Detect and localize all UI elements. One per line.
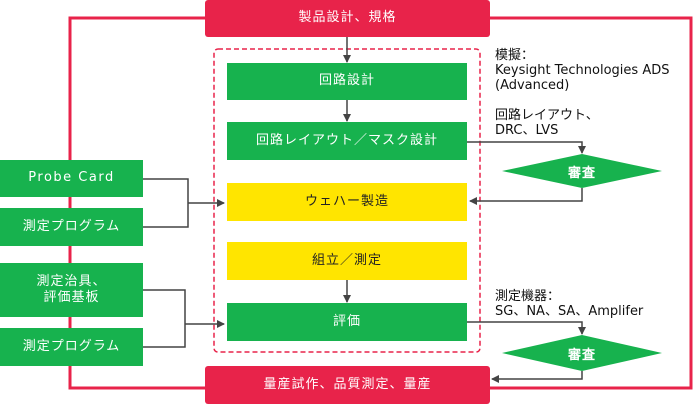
- review1-label: 審査: [567, 165, 596, 181]
- equip-line-1: 測定機器：: [495, 289, 561, 304]
- line-probe-card: [143, 178, 189, 203]
- arrow-review2-to-bottom: [491, 371, 583, 383]
- circuit-design-box: 回路設計: [227, 63, 467, 100]
- tool-line-1: 模擬：: [495, 48, 535, 63]
- assembly-test-box: 組立／測定: [227, 242, 467, 280]
- test-program-box-1: 測定プログラム: [0, 208, 143, 246]
- line-test-program-1: [143, 203, 189, 228]
- wafer-fabrication-box: ウェハー製造: [227, 183, 467, 221]
- layout-verification-note: 回路レイアウト、 DRC、LVS: [495, 108, 599, 138]
- layout-mask-design-box: 回路レイアウト／マスク設計: [227, 122, 467, 160]
- mass-production-box: 量産試作、品質測定、量産: [205, 366, 490, 404]
- test-equipment-note: 測定機器： SG、NA、SA、Amplifer: [495, 289, 643, 319]
- outer-loop-right: [490, 16, 693, 390]
- product-design-box: 製品設計、規格: [205, 0, 490, 37]
- test-program-box-2: 測定プログラム: [0, 328, 143, 366]
- arrow-review1-to-step3: [469, 188, 583, 205]
- simulation-tool-note: 模擬： Keysight Technologies ADS (Advanced): [495, 48, 669, 93]
- fixture-line-2: 評価基板: [43, 290, 100, 305]
- layout-line-1: 回路レイアウト、: [495, 108, 599, 123]
- equip-line-2: SG、NA、SA、Amplifer: [495, 304, 644, 319]
- review1-diamond: [502, 154, 662, 188]
- line-test-program-2: [143, 324, 186, 348]
- evaluation-box: 評価: [227, 303, 467, 341]
- arrow-step5-to-review2: [467, 321, 586, 335]
- tool-line-2: Keysight Technologies ADS: [495, 63, 670, 78]
- tool-line-3: (Advanced): [495, 78, 570, 93]
- probe-card-box: Probe Card: [0, 160, 143, 197]
- arrow-step2-to-review1: [467, 141, 586, 154]
- fixture-board-box: 測定治具、 評価基板: [0, 263, 143, 317]
- review2-label: 審査: [567, 347, 596, 363]
- fixture-line-1: 測定治具、: [36, 273, 107, 289]
- layout-line-2: DRC、LVS: [495, 123, 559, 138]
- line-fixture: [143, 289, 186, 324]
- review2-diamond: [502, 335, 662, 371]
- outer-loop-left: [68, 16, 205, 390]
